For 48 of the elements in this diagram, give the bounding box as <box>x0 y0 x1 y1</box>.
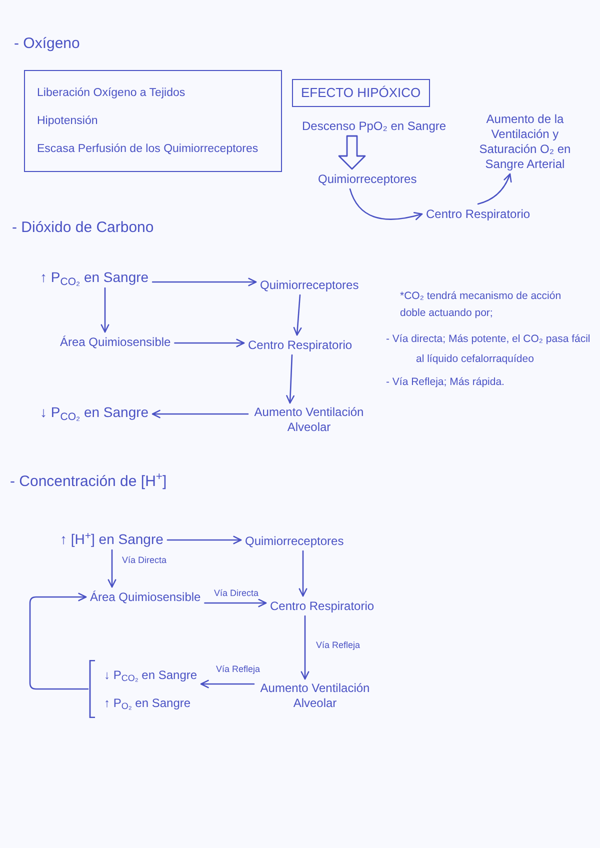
list-item-text: Liberación Oxígeno a Tejidos <box>37 86 186 101</box>
flow-label: Descenso PpO₂ en Sangre <box>298 116 450 136</box>
flow-label: Quimiorreceptores <box>256 275 363 295</box>
flow-label: Centro Respiratorio <box>266 596 378 616</box>
list-box <box>24 70 282 172</box>
edge-label: Vía Directa <box>120 555 169 566</box>
arrow <box>100 287 110 333</box>
arrow <box>108 549 116 588</box>
arrow <box>298 550 308 597</box>
list-item-text: Escasa Perfusión de los Quimiorreceptores <box>37 142 260 157</box>
flow-label: Quimiorreceptores <box>241 531 348 551</box>
arrow <box>286 354 295 404</box>
flow-label: ↑ P$_{O₂}$ en Sangre <box>104 695 192 712</box>
arrow <box>200 680 255 688</box>
list-item-text: Hipotensión <box>37 114 99 129</box>
edge-label: Vía Directa <box>212 588 261 599</box>
section-heading: - Dióxido de Carbono <box>12 218 154 238</box>
edge-label: Vía Refleja <box>314 640 362 651</box>
arrow <box>152 278 257 286</box>
flow-label: Aumento Ventilación Alveolar <box>254 679 376 713</box>
arrow <box>152 410 249 418</box>
flow-label: ↓ P$_{CO₂}$ en Sangre <box>104 667 198 684</box>
curved-arrow <box>349 188 423 220</box>
section-heading: - Concentración de [H$^{+}$] <box>10 472 167 492</box>
arrow <box>174 338 245 348</box>
flow-label: Área Quimiosensible <box>86 587 205 607</box>
curved-arrow <box>477 173 512 205</box>
arrow <box>293 294 302 336</box>
title-box: EFECTO HIPÓXICO <box>292 79 430 107</box>
arrow <box>204 598 267 608</box>
flow-label: Quimiorreceptores <box>314 169 421 189</box>
feedback-arrow <box>29 592 89 690</box>
edge-label: Vía Refleja <box>214 664 262 675</box>
flow-label: Aumento Ventilación Alveolar <box>248 403 370 437</box>
note-text: - Vía Refleja; Más rápida. <box>386 375 504 390</box>
arrow <box>166 536 242 544</box>
hollow-arrow <box>338 135 366 170</box>
flow-label: Centro Respiratorio <box>244 335 356 355</box>
flow-label: Área Quimiosensible <box>56 332 175 352</box>
flow-label: ↑ [H$^{+}$] en Sangre <box>56 528 168 550</box>
flow-label: ↓ P$_{CO₂}$ en Sangre <box>36 401 153 423</box>
note-text: *CO₂ tendrá mecanismo de acción doble actuando por; <box>400 289 562 321</box>
flow-label: Centro Respiratorio <box>422 204 534 224</box>
section-heading: - Oxígeno <box>14 34 80 54</box>
arrow <box>300 615 310 680</box>
note-text: - Vía directa; Más potente, el CO₂ pasa fácil al líquido cefalorraquídeo <box>386 332 592 367</box>
flow-label: Aumento de la Ventilación y Saturación O₂ en Sangre Arterial <box>466 110 584 174</box>
flow-label: ↑ P$_{CO₂}$ en Sangre <box>36 266 153 288</box>
